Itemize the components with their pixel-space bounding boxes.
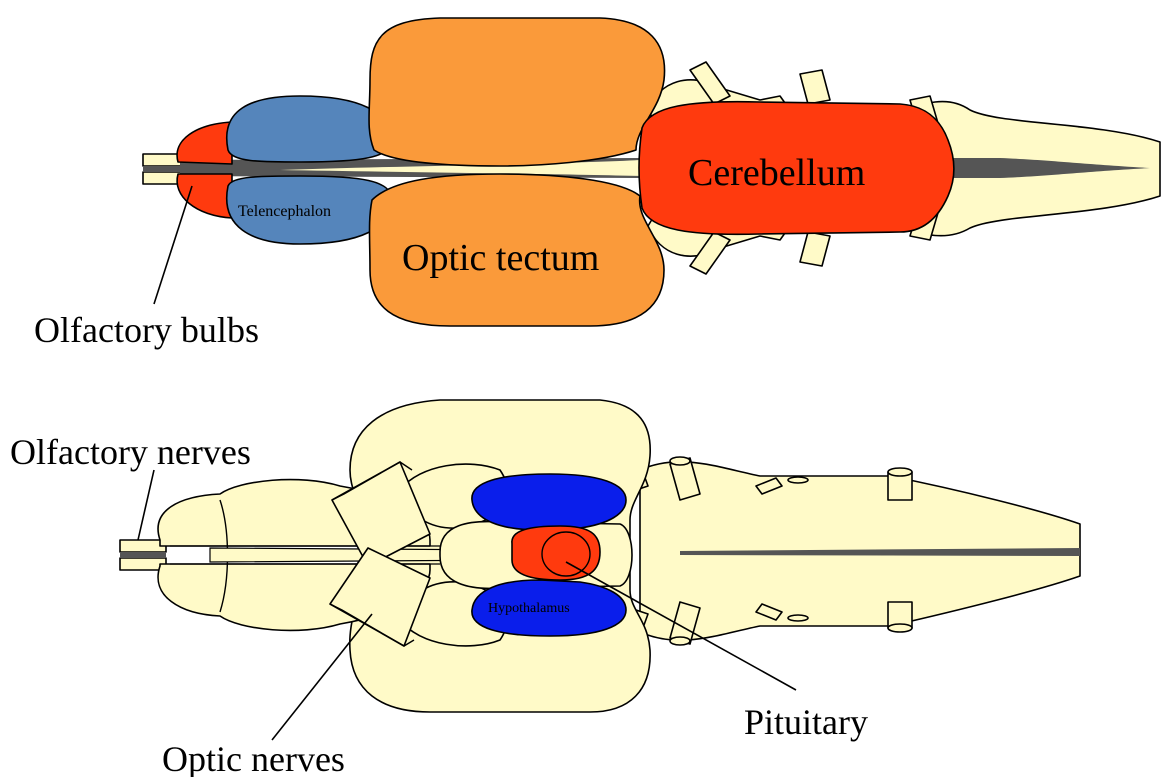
label-cerebellum: Cerebellum xyxy=(688,152,865,194)
dorsal-olfactory-bulb-upper xyxy=(177,122,232,164)
label-olfactory-nerves: Olfactory nerves xyxy=(10,432,251,472)
label-pituitary: Pituitary xyxy=(744,702,868,742)
dorsal-optic-tectum-upper xyxy=(369,18,665,166)
ventral-view: Olfactory nerves Hypothalamus Pituitary … xyxy=(10,400,1080,777)
label-optic-tectum: Optic tectum xyxy=(402,237,599,279)
label-telencephalon: Telencephalon xyxy=(238,203,331,220)
leader-olfactory-bulbs xyxy=(154,186,192,304)
leader-olfactory-nerves xyxy=(138,470,154,540)
ventral-olfactory-nerve-stubs xyxy=(120,540,166,570)
dorsal-telencephalon-upper xyxy=(227,96,392,162)
dorsal-olfactory-bulb-lower xyxy=(177,174,232,218)
label-optic-nerves: Optic nerves xyxy=(162,739,345,777)
label-hypothalamus: Hypothalamus xyxy=(488,601,570,616)
label-olfactory-bulbs: Olfactory bulbs xyxy=(34,310,259,350)
ventral-hypothalamus-upper xyxy=(472,474,626,530)
dorsal-view: Cerebellum Optic tectum Telencephalon Ol… xyxy=(34,18,1160,350)
